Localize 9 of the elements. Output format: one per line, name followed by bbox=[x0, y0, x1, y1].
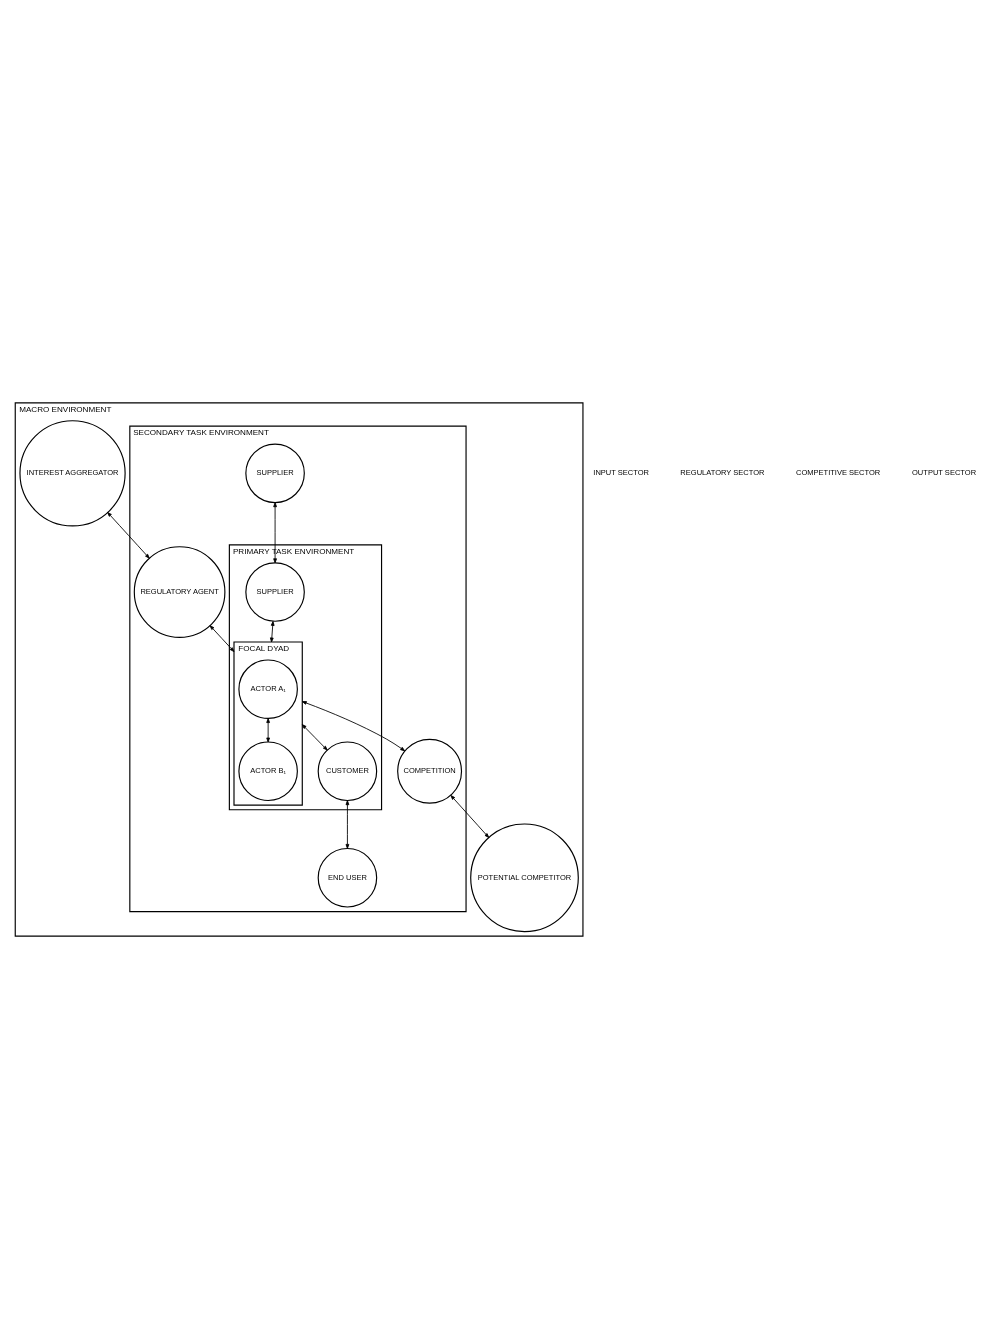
arrow bbox=[107, 511, 150, 559]
arrow bbox=[269, 620, 275, 642]
arrow bbox=[266, 717, 270, 742]
arrow bbox=[209, 624, 235, 652]
arrow bbox=[450, 794, 490, 838]
arrow bbox=[301, 723, 328, 751]
arrow bbox=[345, 799, 350, 849]
arrow bbox=[301, 700, 406, 751]
arrow bbox=[273, 501, 277, 563]
